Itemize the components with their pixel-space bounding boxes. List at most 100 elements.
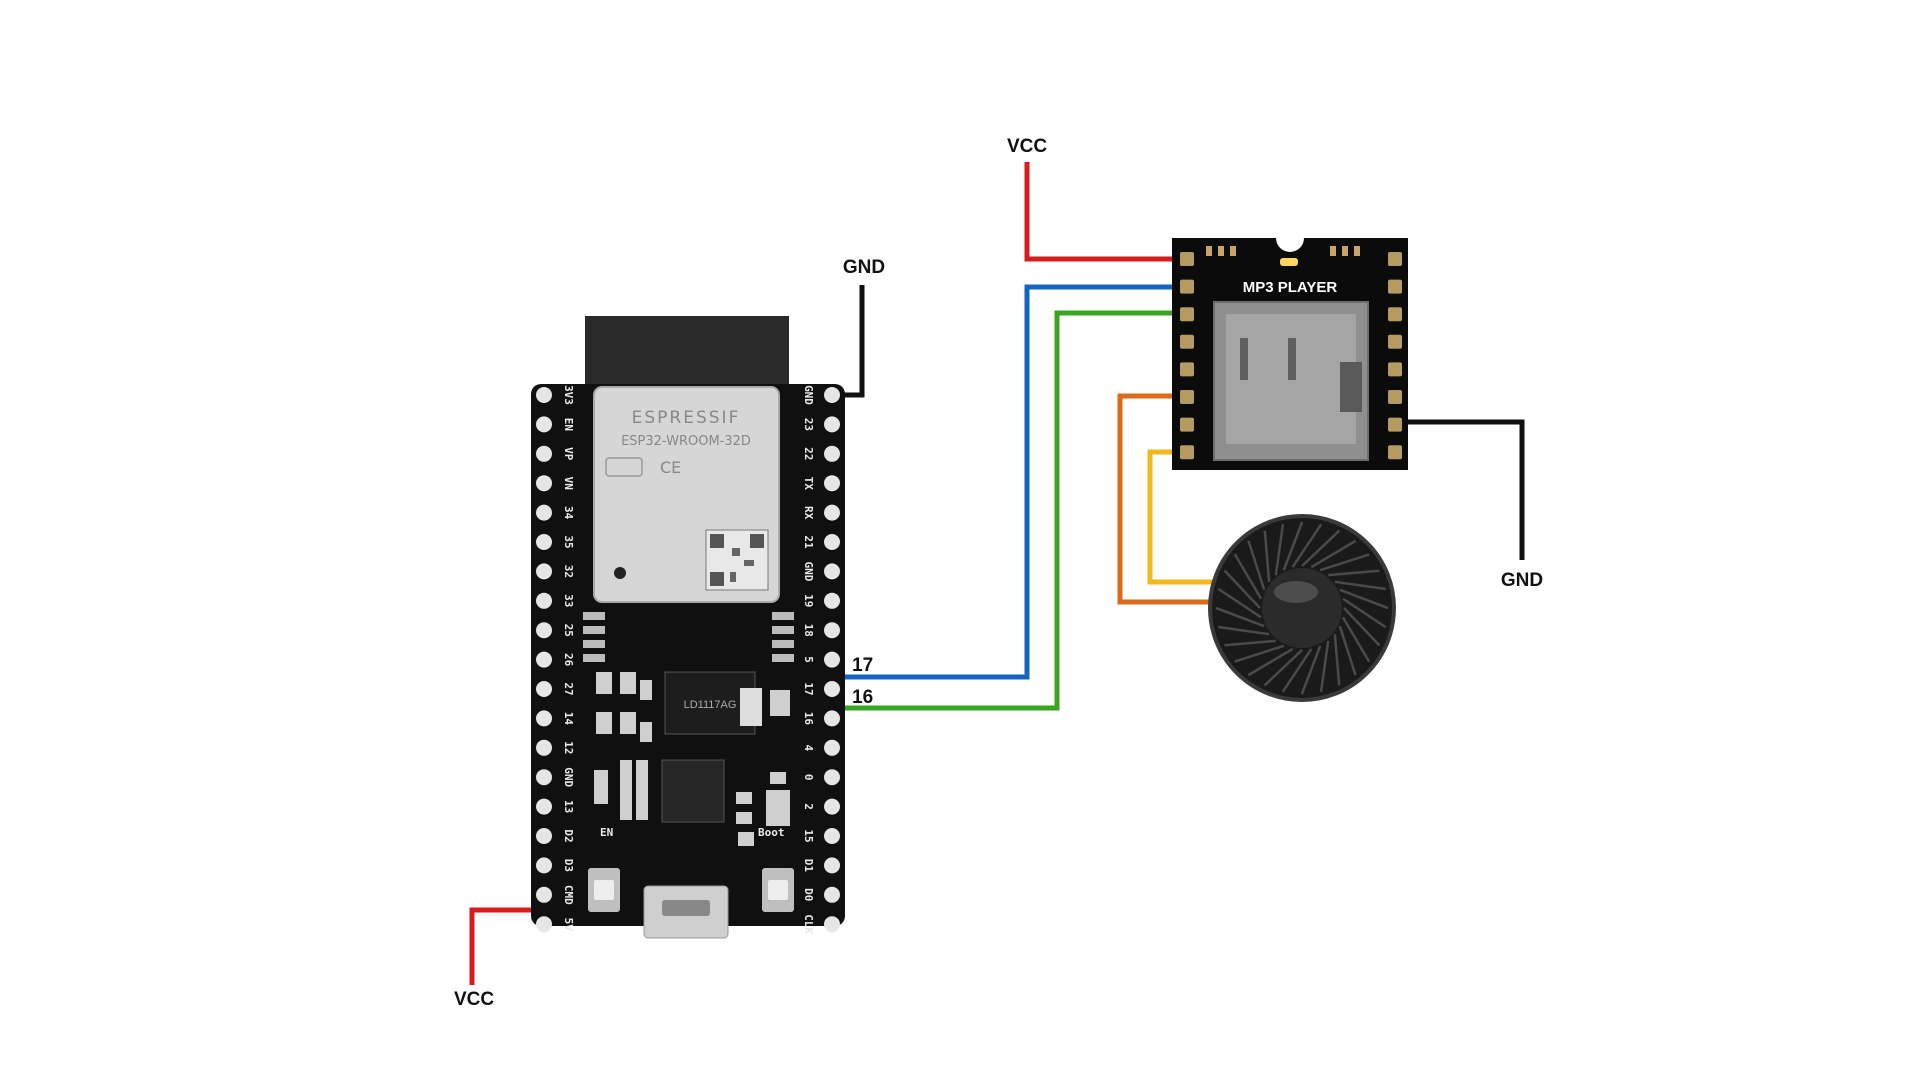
wifi-logo-icon [605,457,643,477]
esp32-left-pin [536,739,552,756]
esp32-right-pin [824,651,840,668]
esp32-left-pin [536,886,552,903]
esp32-right-pin-label: 5 [802,656,815,663]
esp32-left-pin-label: 5V [562,918,575,932]
esp32-left-pin-label: 14 [562,712,575,726]
esp-vcc-label: VCC [454,989,494,1010]
mp3-left-pin [1180,252,1194,266]
esp32-right-pin [824,857,840,874]
esp32-left-pin-label: EN [562,418,575,431]
esp32-right-pin-label: 18 [802,624,815,637]
speaker-vane [1300,645,1322,695]
esp32-right-pin [824,387,840,403]
module-label: ESP32-WROOM-32D [621,434,751,449]
mp3-right-pin [1388,279,1402,294]
wire-gpio17 [832,284,1188,680]
esp32-right-pin [824,916,840,933]
esp32-left-pin [536,798,552,815]
speaker-vane [1328,569,1380,577]
esp32-right-pin [824,739,840,756]
speaker-vane [1223,569,1261,609]
esp32-right-pin [824,710,840,727]
esp32-right-pin-label: 17 [802,682,815,695]
wire-mp3-vcc [1024,162,1188,262]
speaker-vane [1217,587,1262,619]
mp3-left-pin [1180,307,1194,322]
esp32-right-pin-label: 23 [802,418,815,431]
esp32-left-pin-label: 26 [562,653,575,667]
speaker-vane [1291,523,1323,568]
ce-mark-icon: CE [660,458,681,477]
mp3-left-pin [1180,362,1194,377]
wire-speaker-orange [1117,393,1218,605]
mp3-title: MP3 PLAYER [1243,279,1338,296]
esp32-right-pin [824,886,840,903]
speaker-vane [1319,640,1330,693]
esp32-left-pin-label: 32 [562,565,575,578]
esp32-right-pin [824,681,840,697]
wire-gpio16 [832,310,1188,711]
speaker-vane [1341,616,1371,663]
wire-esp-vcc [469,907,538,985]
esp32-left-pin [536,916,552,933]
wire-mp3-gnd [1396,419,1525,560]
speaker-vane [1343,607,1381,647]
speaker-vane [1234,644,1285,663]
regulator-tab [740,688,762,726]
brand-label: ESPRESSIF [632,408,741,428]
speaker-vane [1319,553,1370,572]
mp3-left-pin [1180,445,1194,460]
mp3-left-pin [1180,417,1194,432]
speaker-vane [1215,606,1265,628]
mp3-right-pin [1388,252,1402,266]
antenna-block [585,316,789,384]
boot-button-cap [768,880,788,900]
pin-16-label: 16 [852,687,873,708]
mp3-right-pin [1388,445,1402,460]
speaker-vane [1233,553,1263,600]
wire-speaker-yellow [1147,449,1222,585]
esp32-left-pin [536,387,552,403]
usb-uart-chip [661,759,725,823]
esp32-right-pin-label: TX [802,477,815,491]
esp32-right-pin-label: 19 [802,594,815,607]
esp32-right-pin-label: 22 [802,447,815,460]
mp3-left-pin [1180,334,1194,349]
esp32-right-pin [824,534,840,550]
mp3-left-pin [1180,390,1194,404]
esp32-left-pin-label: D2 [562,829,575,842]
wire-esp-gnd [832,285,865,398]
boot-button-label: Boot [758,826,785,839]
mp3-right-pin [1388,307,1402,322]
esp32-right-pin-label: GND [802,385,815,405]
esp32-right-pin [824,828,840,844]
esp32-left-pin [536,651,552,668]
qr-code-icon [705,529,769,591]
speaker-vane [1281,648,1313,693]
esp32-right-pin-label: 0 [802,774,815,781]
module-pads [583,612,794,662]
esp32-left-pin [536,416,552,433]
esp32-right-pin-label: CLK [802,914,815,934]
mp3-notch [1276,238,1304,252]
en-button-cap [594,880,614,900]
speaker-vane [1333,634,1341,686]
speaker-vane [1224,639,1276,647]
esp32-right-pin-label: RX [802,506,815,520]
esp32-left-pin-label: 27 [562,682,575,695]
micro-usb-socket [662,900,710,916]
speaker-vane [1274,523,1285,576]
esp32-left-pin-label: D3 [562,859,575,872]
esp32-left-pin-label: VP [562,447,575,461]
esp32-left-pin [536,622,552,639]
mp3-gnd-label: GND [1501,570,1543,591]
esp32-right-pin-label: D1 [802,859,815,873]
esp32-left-pin [536,828,552,844]
speaker-icon [1208,514,1396,702]
mp3-vcc-label: VCC [1007,136,1047,157]
esp32-left-pin-label: 3V3 [562,385,575,405]
mp3-right-pin [1388,334,1402,349]
esp32-left-pin-label: GND [562,767,575,787]
